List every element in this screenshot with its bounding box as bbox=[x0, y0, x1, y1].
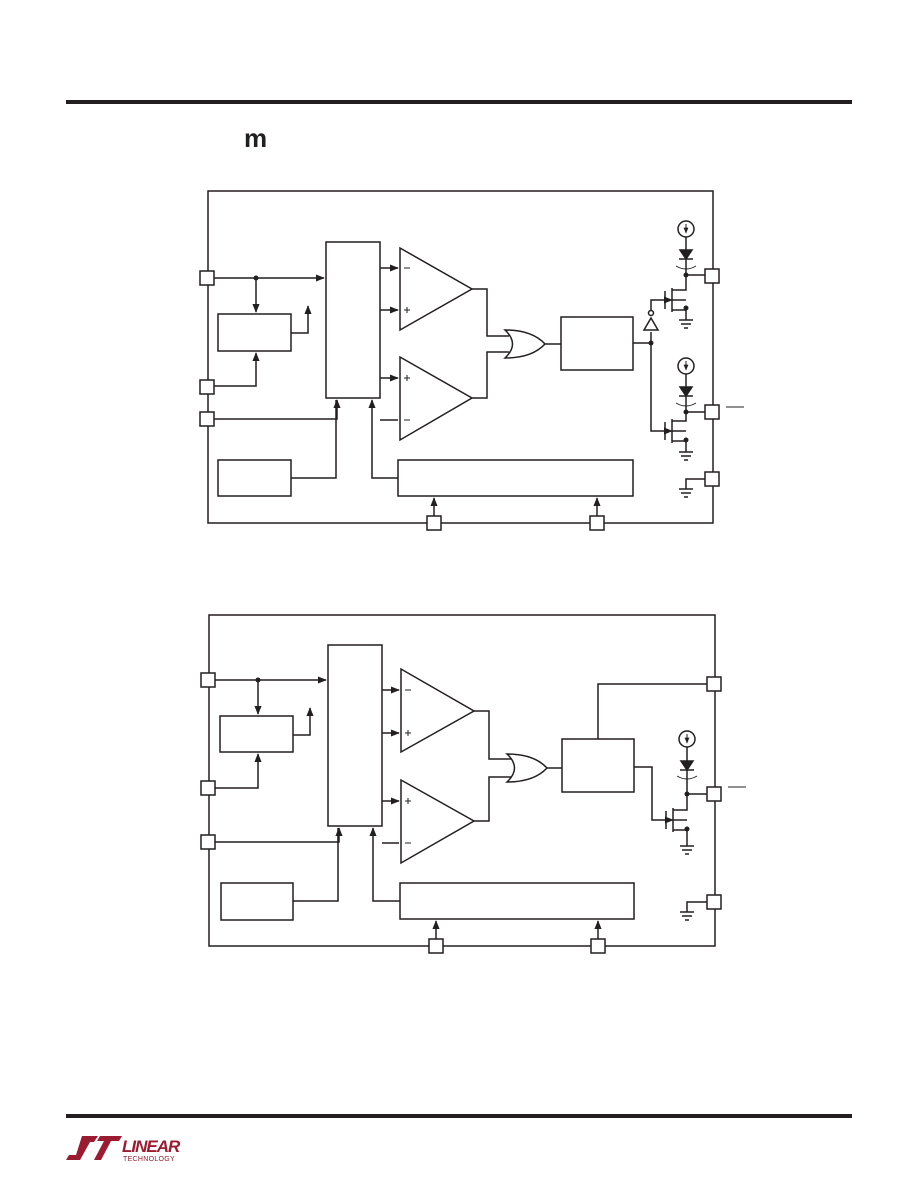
or-gate bbox=[503, 329, 547, 359]
pin-left-1 bbox=[200, 672, 216, 688]
diode-icon bbox=[678, 249, 694, 261]
diode-icon bbox=[679, 760, 695, 772]
ground-icon bbox=[680, 901, 707, 921]
comparator-upper bbox=[400, 667, 476, 754]
comparator-lower bbox=[400, 778, 476, 865]
divider-block bbox=[325, 241, 381, 399]
pin-left-2 bbox=[200, 780, 216, 796]
package-outline bbox=[208, 614, 716, 947]
or-gate bbox=[505, 753, 549, 783]
pin-right-3 bbox=[706, 894, 722, 910]
pin-right-2 bbox=[704, 404, 720, 420]
diode-icon bbox=[678, 386, 694, 398]
block-diagram-1 bbox=[199, 190, 744, 531]
reference-block bbox=[217, 313, 292, 352]
reference-block bbox=[219, 715, 294, 753]
ground-icon bbox=[679, 451, 693, 461]
pin-bottom-2 bbox=[589, 515, 605, 531]
comparator-signs bbox=[405, 689, 411, 844]
bottom-rule bbox=[66, 1114, 852, 1118]
pin-right-2 bbox=[706, 786, 722, 802]
divider-block bbox=[327, 644, 383, 827]
pin-right-1 bbox=[704, 268, 720, 284]
top-rule bbox=[66, 100, 852, 104]
output-stage-1 bbox=[663, 220, 705, 329]
output-logic-block bbox=[560, 316, 634, 371]
pin-right-3 bbox=[704, 471, 720, 487]
signal-wires bbox=[214, 264, 665, 516]
pin-left-1 bbox=[199, 270, 215, 286]
inverter-bubble bbox=[647, 309, 655, 317]
ground-icon bbox=[680, 845, 694, 855]
ground-icon bbox=[679, 319, 693, 329]
section-mark: m bbox=[244, 123, 267, 153]
output-stage-2 bbox=[663, 357, 705, 461]
oscillator-block bbox=[217, 459, 292, 497]
ground-icon bbox=[679, 478, 705, 498]
oscillator-block bbox=[220, 882, 294, 921]
pin-left-3 bbox=[199, 411, 215, 427]
output-stage bbox=[664, 730, 707, 855]
timing-block bbox=[399, 882, 635, 920]
block-diagram-2 bbox=[200, 614, 746, 954]
timing-block bbox=[397, 459, 634, 497]
comparator-upper bbox=[399, 246, 474, 332]
linear-technology-logo: LINEAR TECHNOLOGY bbox=[66, 1136, 182, 1163]
lt-mark-icon bbox=[66, 1136, 98, 1160]
comparator-lower bbox=[399, 355, 474, 442]
logo-line-2: TECHNOLOGY bbox=[123, 1156, 175, 1163]
inverter-output bbox=[650, 299, 665, 310]
signal-wires bbox=[215, 676, 707, 939]
pin-left-2 bbox=[199, 379, 215, 395]
pin-bottom-1 bbox=[426, 515, 442, 531]
logo-line-1: LINEAR bbox=[122, 1137, 181, 1156]
pin-bottom-1 bbox=[428, 938, 444, 954]
comparator-signs bbox=[404, 267, 410, 421]
inverter bbox=[642, 316, 660, 331]
output-logic-block bbox=[561, 738, 635, 793]
pin-bottom-2 bbox=[590, 938, 606, 954]
pin-left-3 bbox=[200, 834, 216, 850]
pin-right-1 bbox=[706, 676, 722, 692]
package-outline bbox=[207, 190, 714, 524]
